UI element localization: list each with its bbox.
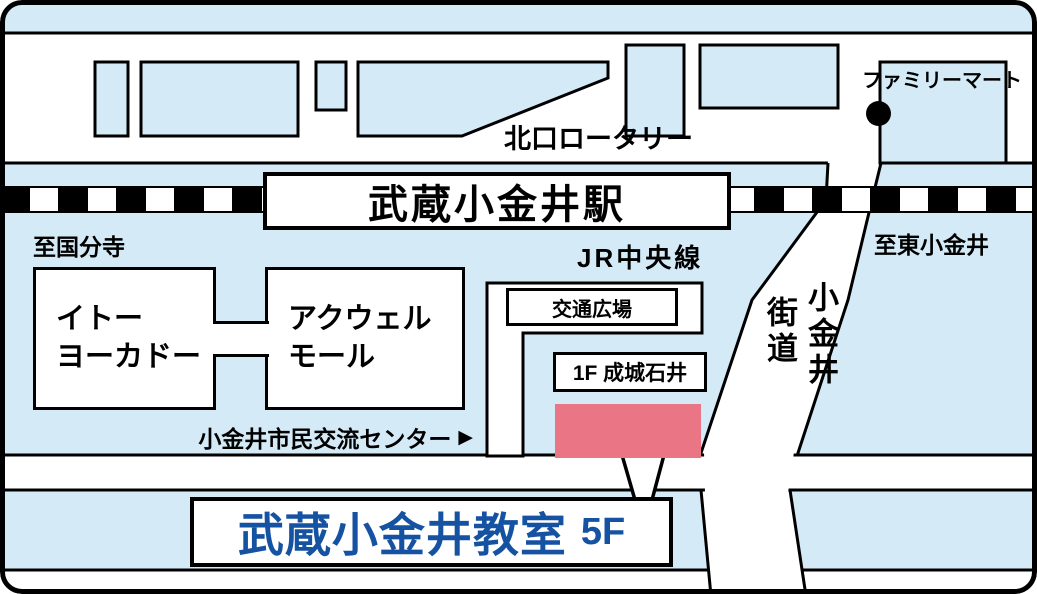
seijo-ishii-box: 1F 成城石井 (553, 352, 707, 392)
acwell-mall-building: アクウェル モール (265, 267, 465, 410)
koganei-kaido-label-right: 小金井 (803, 281, 838, 389)
south-road (0, 453, 1037, 492)
plaza-area (485, 281, 704, 458)
direction-east-label: 至東小金井 (874, 232, 989, 258)
seijo-ishii-label: 1F 成城石井 (572, 362, 688, 385)
north-rotary-label: 北口ロータリー (504, 124, 693, 154)
railway-name-label: JR中央線 (577, 243, 704, 273)
familymart-label: ファミリーマート (862, 70, 1022, 92)
city-block (624, 43, 686, 138)
itoyokado-building: イトー ヨーカドー (33, 267, 216, 410)
classroom-name: 武蔵小金井教室 (237, 509, 567, 561)
city-block (139, 60, 300, 138)
city-block-diagonal (356, 60, 610, 138)
city-block (698, 43, 840, 110)
callout-pointer (619, 453, 667, 502)
acwell-label-line1: アクウェル (288, 302, 432, 335)
koganei-kaido-label-left: 街道 (762, 296, 797, 368)
civic-center-label: 小金井市民交流センター (198, 426, 452, 452)
plaza-label-box: 交通広場 (506, 288, 678, 326)
bottom-edge-road (0, 570, 1037, 594)
classroom-building-highlight (555, 404, 701, 458)
familymart-dot-icon (866, 101, 891, 126)
classroom-callout-box: 武蔵小金井教室 5F (190, 497, 673, 567)
direction-west-label: 至国分寺 (33, 234, 125, 260)
city-block (93, 60, 130, 138)
road-intersection-patch (704, 452, 794, 493)
station-label: 武蔵小金井駅 (368, 183, 626, 227)
right-arrow-icon: ▶ (458, 426, 473, 448)
civic-center-label-row: 小金井市民交流センター ▶ (160, 420, 473, 454)
classroom-floor: 5F (580, 510, 626, 553)
acwell-label-line2: モール (288, 340, 376, 373)
station-box: 武蔵小金井駅 (263, 172, 731, 230)
itoyokado-label-line1: イトー (56, 302, 144, 335)
plaza-label: 交通広場 (552, 298, 632, 321)
building-connector (213, 321, 269, 357)
itoyokado-label-line2: ヨーカドー (56, 340, 202, 373)
city-block (314, 60, 348, 112)
